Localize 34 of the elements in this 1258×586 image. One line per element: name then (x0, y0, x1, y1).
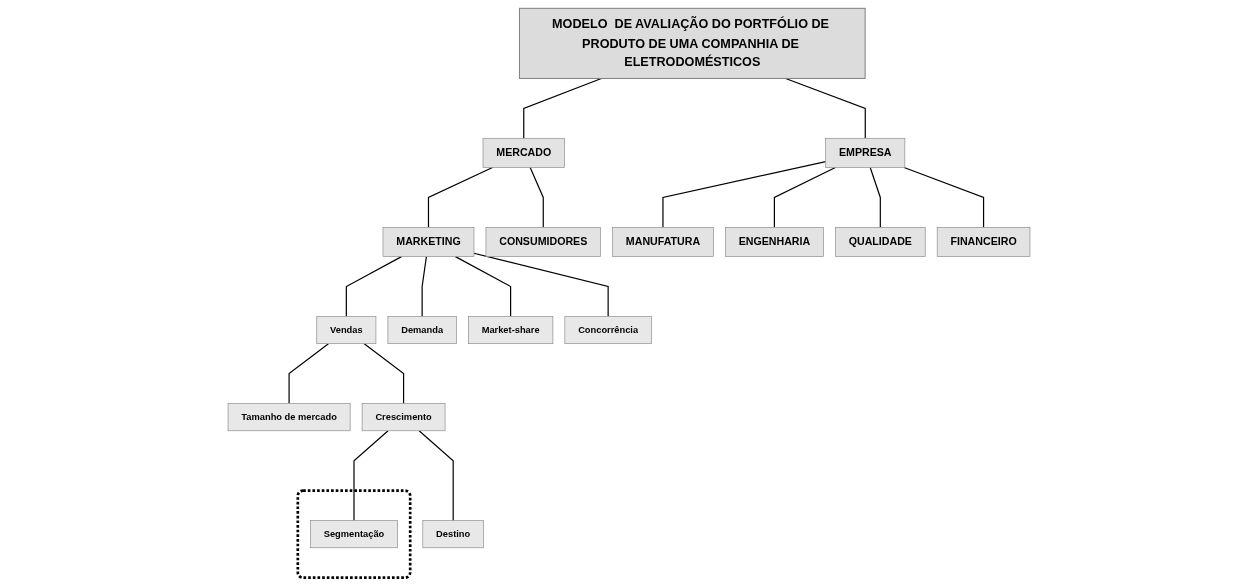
connector (454, 256, 512, 318)
node-box: MARKETING (382, 227, 475, 257)
node-box: Concorrência (564, 316, 652, 344)
node-box: Crescimento (361, 403, 446, 432)
connector (288, 343, 330, 405)
cluster (296, 489, 412, 579)
connector (363, 343, 405, 405)
node-box: Segmentação (310, 520, 398, 549)
node-box: MERCADO (482, 137, 565, 168)
node-box: MODELO DE AVALIAÇÃO DO PORTFÓLIO DE PRODUTO DE UMA COMPANHIA DE ELETRODOMÉSTICOS (518, 7, 866, 79)
connector (427, 166, 494, 228)
connector (418, 430, 454, 522)
node-box: Destino (422, 520, 484, 549)
node-box: FINANCEIRO (936, 227, 1031, 257)
connector (903, 166, 985, 228)
node-box: Tamanho de mercado (227, 403, 351, 432)
connector (529, 166, 544, 228)
node-box: MANUFATURA (612, 227, 714, 257)
node-box: QUALIDADE (835, 227, 926, 257)
node-box: CONSUMIDORES (485, 227, 601, 257)
connector (773, 166, 836, 228)
connector (869, 166, 881, 228)
node-box: EMPRESA (825, 137, 906, 168)
connector (473, 252, 609, 318)
node-box: ENGENHARIA (725, 227, 824, 257)
connector (662, 161, 827, 228)
connector (421, 256, 427, 318)
node-box: Demanda (387, 316, 457, 344)
connector (523, 77, 602, 139)
connector (345, 256, 403, 318)
node-box: Vendas (316, 316, 377, 344)
node-box: Market-share (468, 316, 554, 344)
connector (353, 430, 389, 522)
connector (785, 77, 866, 139)
